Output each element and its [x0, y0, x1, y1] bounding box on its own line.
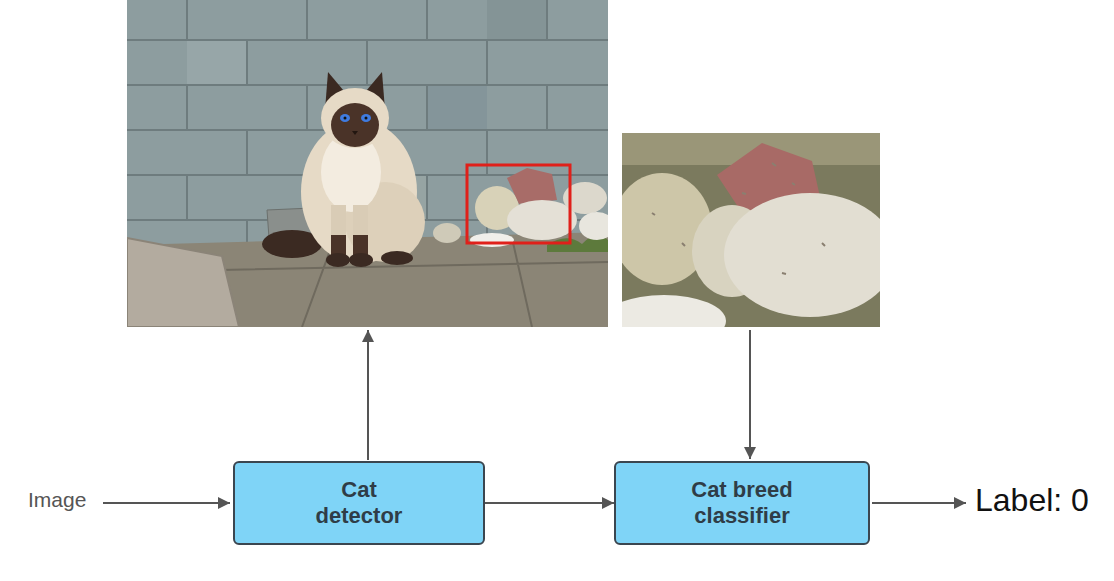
- arrow: [367, 330, 369, 460]
- wall-block: [427, 85, 487, 130]
- arrow: [872, 502, 966, 504]
- arrow: [749, 330, 751, 459]
- box-label: Cat detector: [299, 477, 419, 530]
- rock: [507, 168, 557, 204]
- cat-photo: [127, 0, 608, 327]
- arrow: [103, 502, 230, 504]
- rock-texture: [652, 163, 825, 274]
- rock: [724, 193, 880, 317]
- rock: [433, 223, 461, 243]
- process-box: Cat detector: [233, 461, 485, 545]
- wall-block: [487, 0, 547, 40]
- wall-block: [187, 40, 247, 85]
- cat-nose: [352, 131, 358, 135]
- cat-head: [321, 88, 389, 148]
- flow-arrow: [485, 502, 614, 504]
- cat-eye: [340, 114, 350, 122]
- output-label: Label: 0: [975, 481, 1089, 519]
- process-box: Cat breed classifier: [614, 461, 870, 545]
- box-label: Cat breed classifier: [682, 477, 802, 530]
- input-label: Image: [28, 487, 86, 512]
- pavement: [127, 232, 608, 327]
- cat-eye: [361, 114, 371, 122]
- cat-leg: [331, 205, 346, 257]
- cat-pupil: [344, 117, 347, 120]
- cat-paw: [381, 251, 413, 265]
- cat-paw: [326, 253, 350, 267]
- cat-leg: [353, 205, 368, 257]
- rock: [579, 212, 608, 240]
- rock: [470, 233, 514, 247]
- rock-crop: [622, 133, 880, 327]
- stone-slab: [127, 238, 239, 327]
- detection-box: [467, 165, 570, 243]
- cat-mask: [331, 103, 379, 147]
- cat-paw: [349, 253, 373, 267]
- cat-pupil: [365, 117, 368, 120]
- rock: [622, 295, 726, 327]
